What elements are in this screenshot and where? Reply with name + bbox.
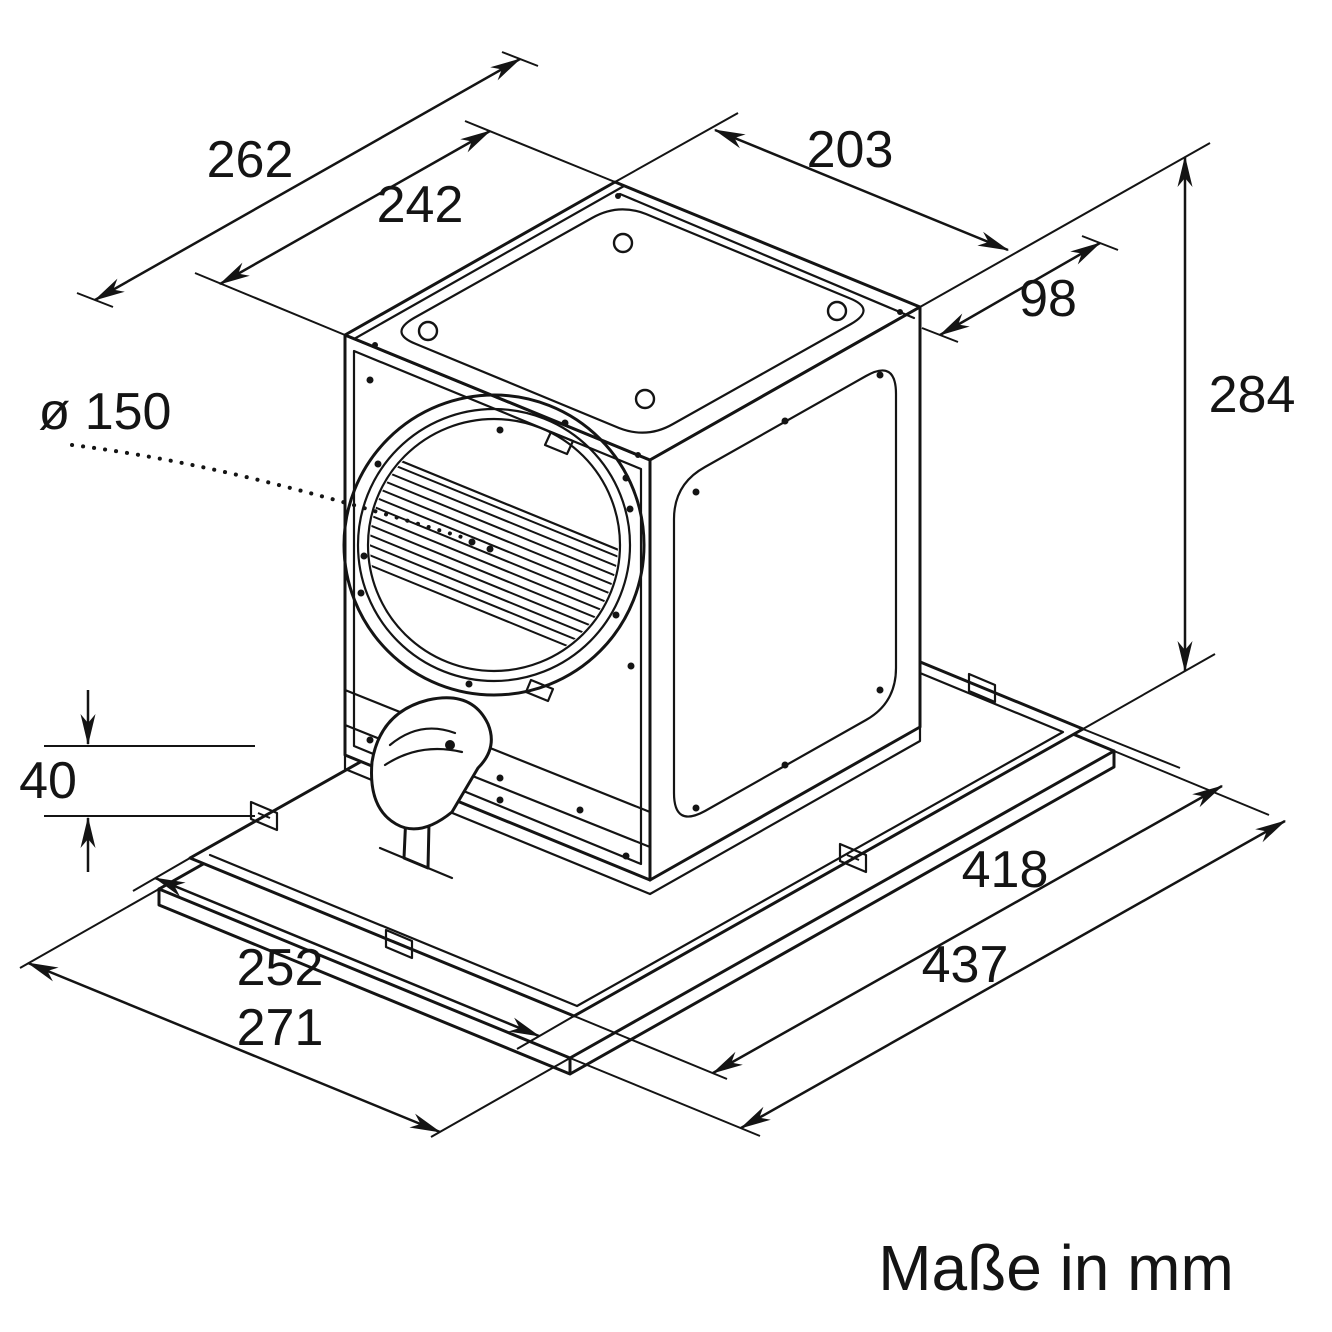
side-access-panel: [672, 369, 898, 818]
damper-axis-screw: [468, 538, 476, 546]
dimension-labels: 262 242 203 98 284 ø 150 40 252 271 418 …: [19, 121, 1295, 1057]
damper-hatching: [370, 443, 618, 669]
dim-line-98: [938, 241, 1102, 337]
clamp-body: [370, 696, 493, 831]
side-panel-outline: [672, 369, 898, 818]
clamp-pivot: [445, 740, 455, 750]
side-panel-screws: [692, 371, 884, 812]
dim-label-top-depth-outer: 262: [207, 131, 294, 189]
dim-label-base-width-inner: 252: [237, 939, 324, 997]
dim-label-rear-offset: 98: [1019, 270, 1077, 328]
mounting-clamp: [370, 696, 493, 880]
dim-label-panel-thickness: 40: [19, 752, 77, 810]
duct-flange-inner: [356, 407, 632, 683]
dim-line-271: [26, 961, 442, 1134]
dim-label-base-length-inner: 418: [962, 841, 1049, 899]
dim-label-base-length-outer: 437: [922, 936, 1009, 994]
top-access-panel: [372, 193, 903, 458]
duct-clip-top: [543, 430, 575, 456]
clamp-foot: [378, 846, 454, 880]
dim-label-duct-diameter: ø 150: [39, 383, 172, 441]
clamp-spring: [383, 727, 464, 767]
duct-flange-screws: [357, 419, 634, 688]
diameter-leader-line: [70, 443, 467, 540]
top-panel-outline: [400, 208, 865, 434]
dim-label-base-width-outer: 271: [237, 999, 324, 1057]
dim-line-252: [153, 876, 541, 1038]
dim-label-housing-height: 284: [1209, 366, 1296, 424]
dim-label-top-width: 203: [807, 121, 894, 179]
duct-flange-outer: [342, 393, 646, 697]
unit-note: Maße in mm: [878, 1232, 1234, 1304]
mounting-clip: [967, 672, 997, 704]
dim-line-437: [739, 819, 1287, 1130]
duct-opening: [342, 393, 646, 703]
dim-line-242: [218, 129, 492, 286]
duct-clip-bottom: [524, 678, 555, 703]
dimension-lines: [26, 57, 1287, 1134]
top-face-screws: [372, 193, 903, 458]
mounting-clip: [249, 800, 279, 832]
damper-axis-screw-2: [486, 545, 494, 553]
dim-line-203: [713, 128, 1010, 252]
box-bottom-skirt: [343, 725, 922, 896]
dim-label-top-depth-inner: 242: [377, 176, 464, 234]
duct-bore: [366, 417, 622, 673]
